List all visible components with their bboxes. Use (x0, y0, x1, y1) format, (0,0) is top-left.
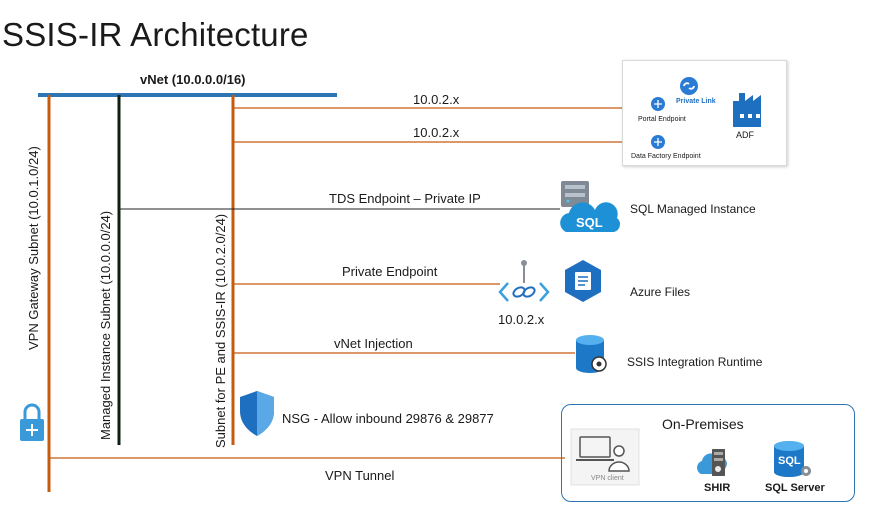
vpn-gateway-lock-icon (20, 403, 44, 441)
vpn-client-label: VPN client (591, 475, 624, 482)
page-title: SSIS-IR Architecture (2, 16, 309, 53)
sql-server-label: SQL Server (765, 482, 825, 494)
nsg-shield-icon (240, 391, 274, 436)
df-endpoint-label: Data Factory Endpoint (631, 153, 701, 160)
azure-files-icon (565, 260, 601, 302)
shir-label: SHIR (704, 482, 731, 494)
portal-endpoint-label: Portal Endpoint (638, 116, 686, 123)
vnet-label: vNet (10.0.0.0/16) (140, 72, 246, 87)
on-premises-title: On-Premises (662, 416, 744, 432)
managed-instance-subnet-label: Managed Instance Subnet (10.0.0.0/24) (98, 210, 113, 440)
ssis-ir-label: SSIS Integration Runtime (627, 355, 763, 369)
vnet-injection-label: vNet Injection (334, 336, 413, 351)
sql-mi-label: SQL Managed Instance (630, 202, 756, 216)
pe-ssis-subnet-label: Subnet for PE and SSIS-IR (10.0.2.0/24) (213, 213, 228, 448)
nsg-label: NSG - Allow inbound 29876 & 29877 (282, 411, 494, 426)
sql-mi-icon-text: SQL (576, 215, 603, 230)
on-premises-box (561, 404, 855, 502)
adf-label: ADF (736, 130, 754, 140)
sql-managed-instance-icon (560, 181, 621, 232)
portal-endpoint-ip: 10.0.2.x (413, 92, 460, 107)
private-endpoint-ip: 10.0.2.x (498, 312, 545, 327)
ssis-ir-icon (576, 335, 607, 373)
azure-files-label: Azure Files (630, 285, 691, 299)
private-endpoint-label: Private Endpoint (342, 264, 438, 279)
df-endpoint-ip: 10.0.2.x (413, 125, 460, 140)
private-link-label: Private Link (676, 98, 716, 105)
private-endpoint-icon (498, 260, 550, 302)
adf-panel (622, 60, 787, 166)
sql-server-icon-text: SQL (778, 455, 801, 467)
vpn-gateway-subnet-label: VPN Gateway Subnet (10.0.1.0/24) (26, 146, 41, 350)
vpn-tunnel-label: VPN Tunnel (325, 468, 395, 483)
tds-endpoint-label: TDS Endpoint – Private IP (329, 191, 481, 206)
